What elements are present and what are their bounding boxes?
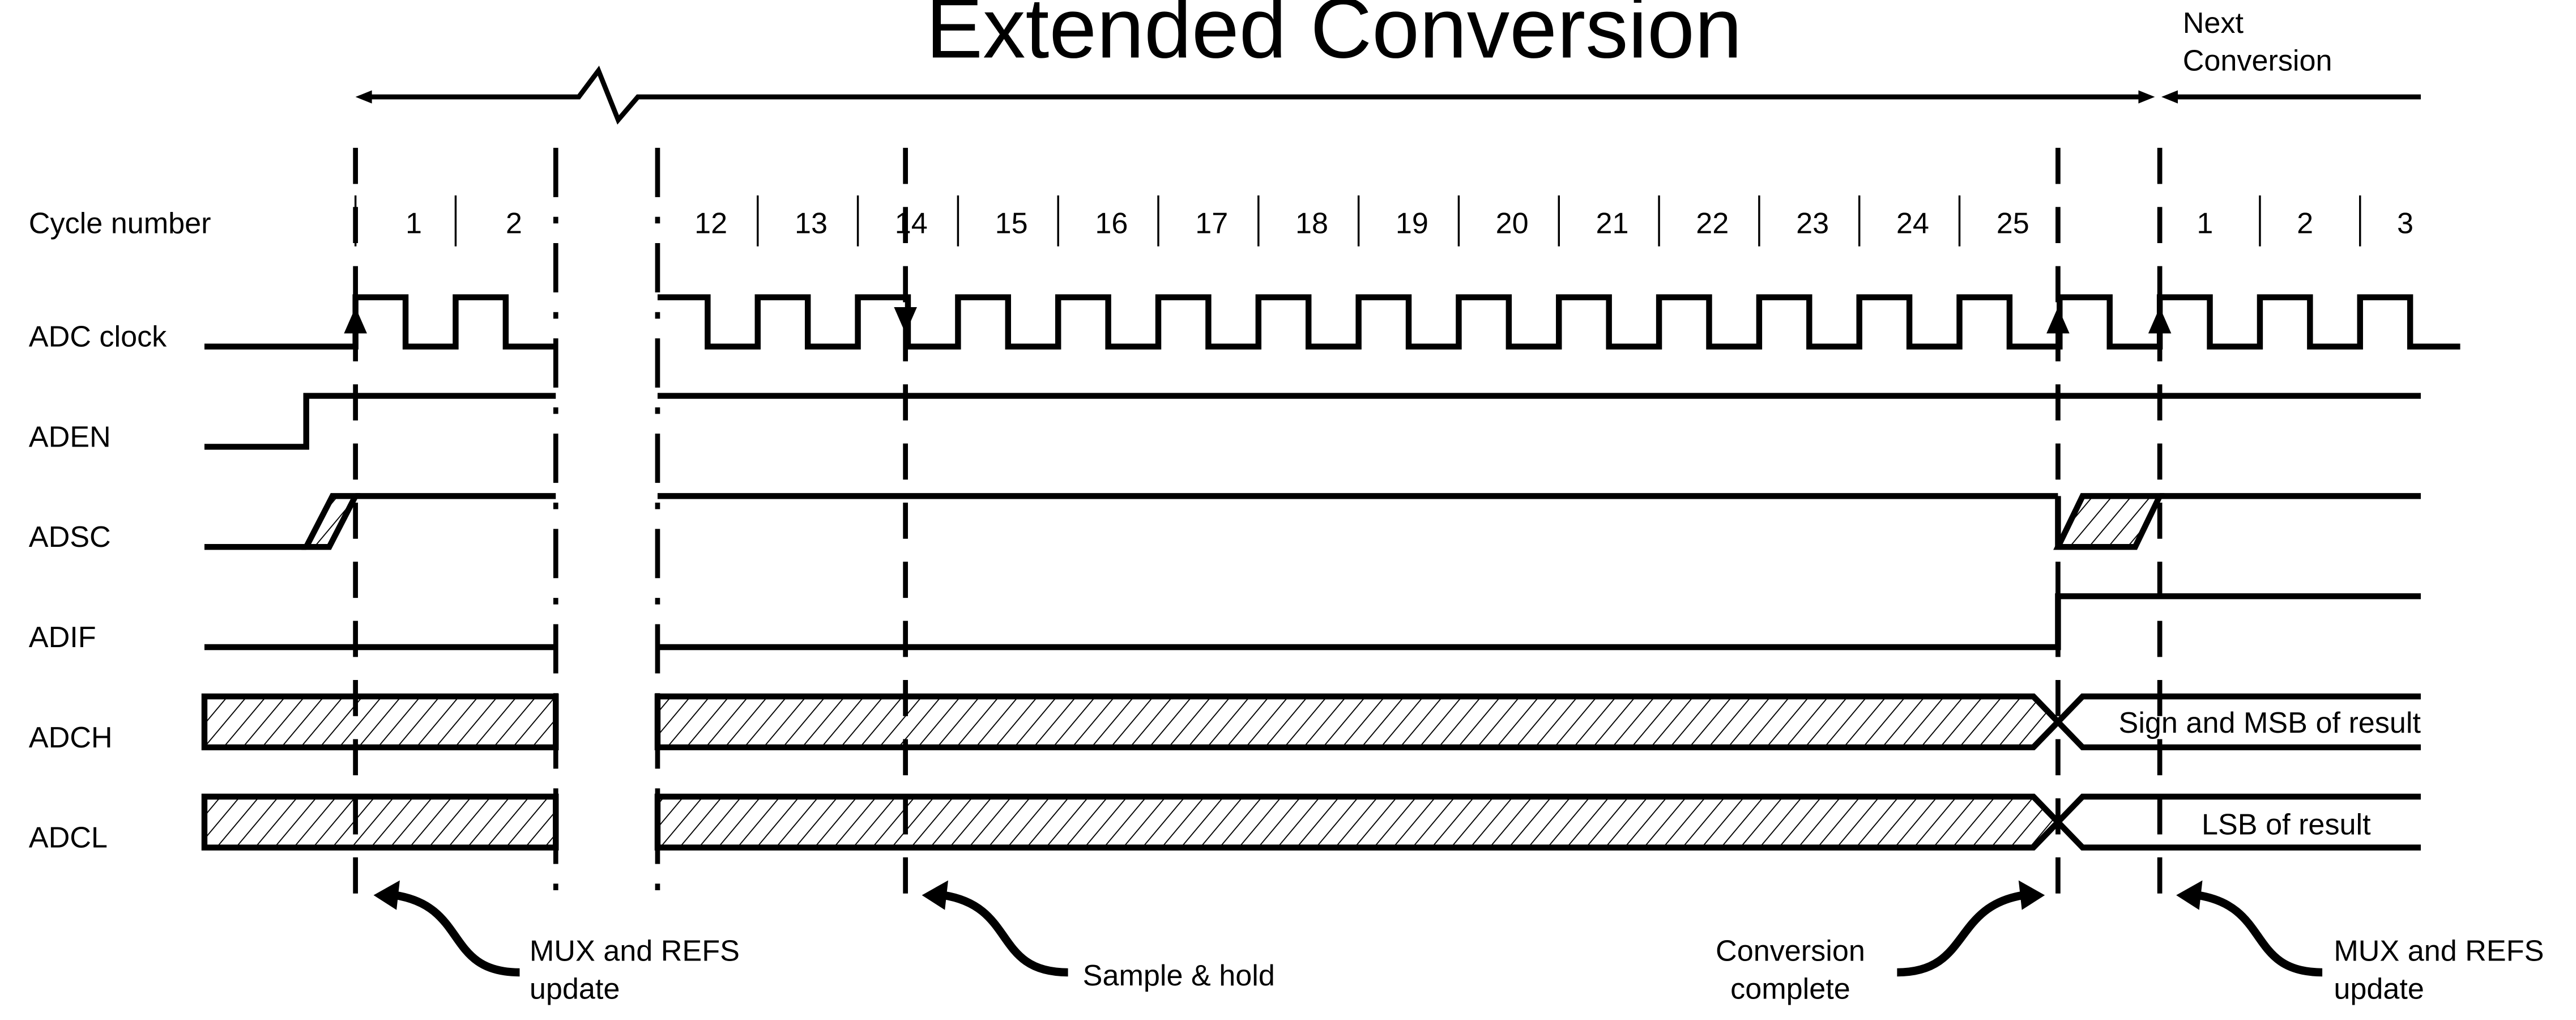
signal-label-aden: ADEN bbox=[29, 420, 111, 453]
cycle-number: 17 bbox=[1195, 207, 1228, 240]
adif-wave bbox=[204, 593, 2421, 651]
clock-rising-edge-marker-complete bbox=[2046, 307, 2070, 334]
extended-conversion-title: Extended Conversion bbox=[926, 0, 1742, 75]
cycle-number: 2 bbox=[506, 207, 522, 240]
annotation-arrow-conversion-complete bbox=[1897, 880, 2045, 977]
annotation-conversion-complete-line1: Conversion bbox=[1716, 935, 1865, 968]
cycle-number: 12 bbox=[694, 207, 727, 240]
cycle-number: 13 bbox=[795, 207, 828, 240]
adc-clock-wave bbox=[204, 294, 2460, 350]
adcl-wave bbox=[201, 793, 2421, 851]
cycle-number: 20 bbox=[1496, 207, 1529, 240]
signal-label-adcl: ADCL bbox=[29, 822, 108, 855]
cycle-number: 3 bbox=[2397, 207, 2413, 240]
adsc-wave bbox=[204, 493, 2421, 550]
next-conversion-span-arrow bbox=[2161, 90, 2421, 104]
annotation-mux-update-2-line1: MUX and REFS bbox=[2334, 935, 2544, 968]
signal-label-adif: ADIF bbox=[29, 621, 96, 654]
cycle-number-label: Cycle number bbox=[29, 207, 211, 240]
signal-label-adc-clock: ADC clock bbox=[29, 321, 167, 354]
adch-wave bbox=[201, 693, 2421, 751]
annotation-conversion-complete-line2: complete bbox=[1730, 972, 1850, 1005]
next-conversion-title-line1: Next bbox=[2183, 7, 2244, 40]
cycle-number: 23 bbox=[1796, 207, 1829, 240]
cycle-number: 1 bbox=[2197, 207, 2213, 240]
aden-wave bbox=[204, 393, 2421, 450]
cycle-number: 15 bbox=[995, 207, 1028, 240]
cycle-number: 2 bbox=[2297, 207, 2313, 240]
next-conversion-title-line2: Conversion bbox=[2183, 45, 2332, 78]
cycle-number: 1 bbox=[406, 207, 422, 240]
clock-rising-edge-marker-1 bbox=[344, 307, 367, 334]
annotation-sample-hold: Sample & hold bbox=[1083, 959, 1275, 992]
cycle-number: 19 bbox=[1396, 207, 1428, 240]
extended-conversion-span-arrow bbox=[355, 65, 2155, 125]
annotation-mux-update-1-line2: update bbox=[530, 972, 620, 1005]
cycle-number: 18 bbox=[1295, 207, 1328, 240]
cycle-number: 21 bbox=[1596, 207, 1628, 240]
annotation-arrow-sample-hold bbox=[922, 880, 1068, 977]
clock-rising-edge-marker-next bbox=[2148, 307, 2172, 334]
signal-label-adsc: ADSC bbox=[29, 521, 111, 554]
adch-value: Sign and MSB of result bbox=[2119, 707, 2421, 740]
cycle-number: 25 bbox=[1997, 207, 2029, 240]
cycle-number: 24 bbox=[1896, 207, 1929, 240]
annotation-arrow-mux-update-1 bbox=[373, 880, 520, 977]
annotation-mux-update-1-line1: MUX and REFS bbox=[530, 935, 740, 968]
cycle-number: 22 bbox=[1696, 207, 1729, 240]
annotation-arrow-mux-update-2 bbox=[2176, 880, 2323, 977]
signal-label-adch: ADCH bbox=[29, 721, 113, 754]
cycle-number: 14 bbox=[895, 207, 928, 240]
clock-falling-edge-marker-sample bbox=[894, 307, 917, 334]
annotation-mux-update-2-line2: update bbox=[2334, 972, 2424, 1005]
adcl-value: LSB of result bbox=[2202, 808, 2371, 841]
cycle-number: 16 bbox=[1095, 207, 1128, 240]
